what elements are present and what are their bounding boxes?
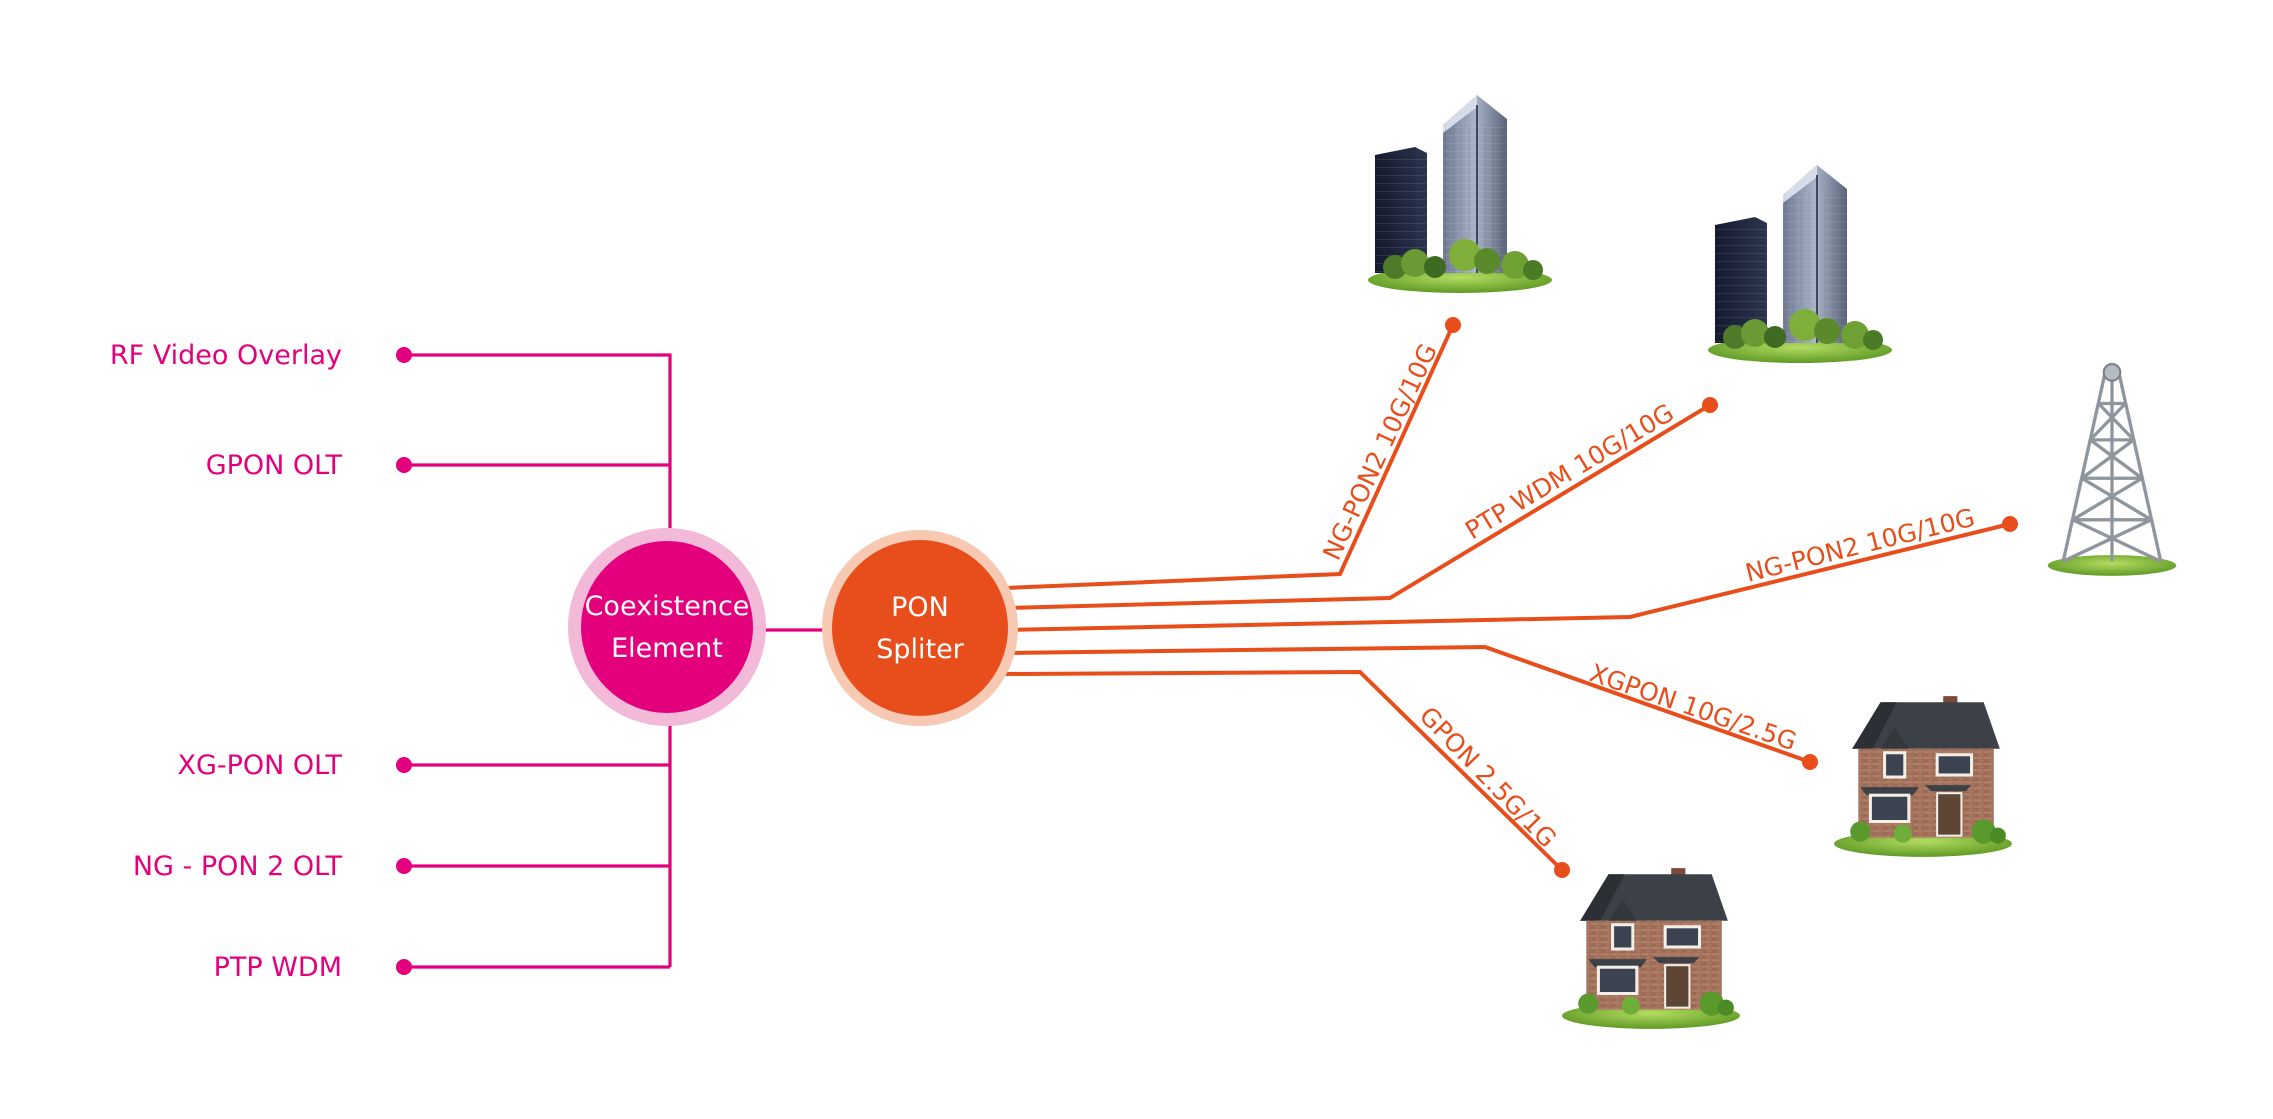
source-ptp-wdm: PTP WDM [214,952,412,983]
coexistence-circle [581,541,753,713]
fiber-line [1004,324,1455,590]
source-port-dot [396,457,412,473]
fiber-end-dot [1445,317,1461,333]
source-gpon-olt: GPON OLT [206,450,412,481]
coexistence-label-line2: Element [611,633,723,664]
house-icon [1832,694,2014,859]
fiber-end-dot [1702,397,1718,413]
fiber-end-dot [2002,516,2018,532]
cell-tower-icon [2048,364,2177,576]
splitter-label-line1: PON [891,592,949,623]
source-rf-video-overlay: RF Video Overlay [110,340,412,371]
fiber-label: XGPON 10G/2.5G [1586,658,1800,756]
source-label: NG - PON 2 OLT [133,851,343,882]
fiber-end-dot [1554,862,1570,878]
source-port-dot [396,959,412,975]
pon-splitter-node: PON Spliter [822,530,1018,726]
fiber-line [1004,669,1564,872]
fiber-line [1004,522,2011,632]
source-port-dot [396,757,412,773]
fiber-label: PTP WDM 10G/10G [1460,398,1679,545]
fiber-route: XGPON 10G/2.5G [1004,644,1818,770]
fiber-label: GPON 2.5G/1G [1414,701,1562,853]
coexistence-label-line1: Coexistence [585,591,750,622]
office-towers-icon [1366,93,1554,295]
house-icon [1560,866,1742,1031]
source-ng-pon2-olt: NG - PON 2 OLT [133,851,412,882]
source-port-dot [396,347,412,363]
office-towers-icon [1706,163,1894,365]
fiber-end-dot [1802,754,1818,770]
source-xg-pon-olt: XG-PON OLT [177,750,412,781]
coexistence-element-node: Coexistence Element [568,528,766,726]
left-sources: RF Video Overlay GPON OLT XG-PON OLT NG … [110,340,412,983]
source-port-dot [396,858,412,874]
fiber-line [1004,403,1712,610]
source-label: GPON OLT [206,450,343,481]
source-label: PTP WDM [214,952,342,983]
splitter-label-line2: Spliter [876,634,964,665]
splitter-circle [832,540,1008,716]
fiber-label: NG-PON2 10G/10G [1317,339,1443,564]
source-label: RF Video Overlay [110,340,342,371]
fiber-label: NG-PON2 10G/10G [1742,503,1977,588]
source-label: XG-PON OLT [177,750,342,781]
fiber-route: GPON 2.5G/1G [1004,669,1570,878]
fiber-route: NG-PON2 10G/10G [1004,317,1461,590]
fiber-line [1004,644,1811,764]
